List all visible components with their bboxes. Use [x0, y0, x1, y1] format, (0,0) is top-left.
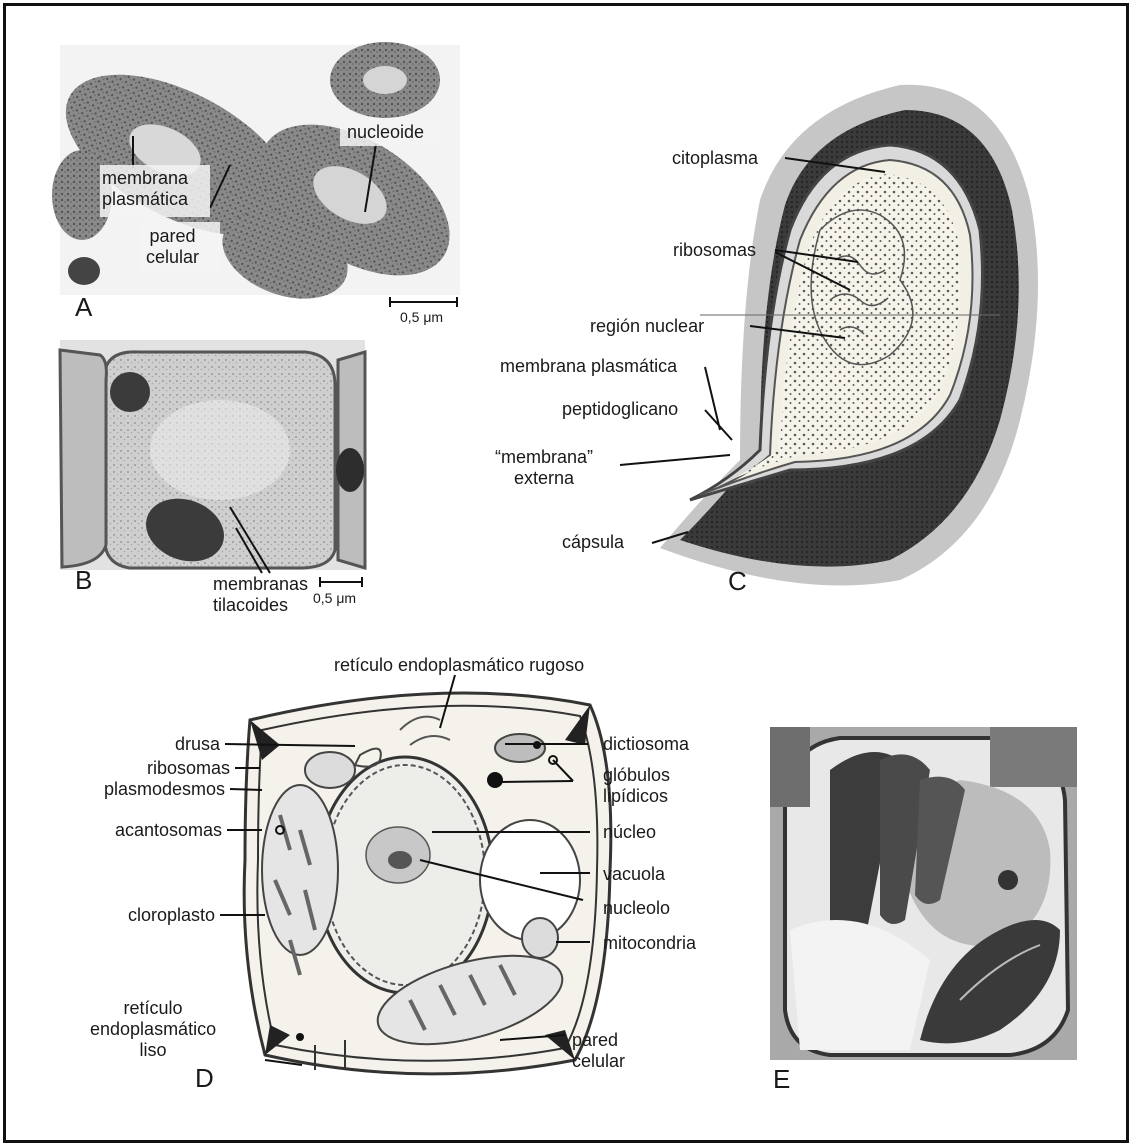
panel-letter-b: B: [75, 565, 92, 596]
micrograph-cyanobacteria: [60, 340, 365, 573]
label-d-mitocondria: mitocondria: [603, 933, 696, 954]
micrograph-plant-cell: [770, 727, 1077, 1060]
label-d-ribosomas: ribosomas: [100, 758, 230, 779]
label-d-dictiosoma: dictiosoma: [603, 734, 689, 755]
label-a-pared-celular: pared celular: [146, 226, 199, 268]
label-c-ribosomas: ribosomas: [673, 240, 756, 261]
scale-bar-a: [390, 297, 457, 307]
panel-letter-c: C: [728, 566, 747, 597]
label-d-cloroplasto: cloroplasto: [80, 905, 215, 926]
label-d-drusa: drusa: [150, 734, 220, 755]
label-d-nucleolo: nucleolo: [603, 898, 670, 919]
scale-bar-b: [320, 577, 362, 587]
panel-letter-d: D: [195, 1063, 214, 1094]
label-d-globulos-lipidicos: glóbulos lipídicos: [603, 765, 670, 807]
panel-letter-a: A: [75, 292, 92, 323]
scale-label-a: 0,5 μm: [400, 309, 443, 325]
label-c-membrana-externa: “membrana” externa: [495, 447, 593, 489]
label-c-region-nuclear: región nuclear: [590, 316, 704, 337]
scale-label-b: 0,5 μm: [313, 590, 356, 606]
panel-letter-e: E: [773, 1064, 790, 1095]
label-a-nucleoide: nucleoide: [347, 122, 424, 143]
label-a-membrana-plasmatica: membrana plasmática: [102, 168, 188, 210]
label-b-membranas-tilacoides: membranas tilacoides: [213, 574, 308, 616]
label-d-reticulo-liso: retículo endoplasmático liso: [90, 998, 216, 1061]
label-d-vacuola: vacuola: [603, 864, 665, 885]
label-d-pared-celular: pared celular: [572, 1030, 625, 1072]
label-c-membrana-plasmatica: membrana plasmática: [500, 356, 677, 377]
label-d-nucleo: núcleo: [603, 822, 656, 843]
plant-cell-diagram: [244, 693, 611, 1074]
label-d-acantosomas: acantosomas: [80, 820, 222, 841]
label-c-citoplasma: citoplasma: [672, 148, 758, 169]
label-d-reticulo-rugoso: retículo endoplasmático rugoso: [334, 655, 584, 676]
label-c-peptidoglicano: peptidoglicano: [562, 399, 678, 420]
label-d-plasmodesmos: plasmodesmos: [90, 779, 225, 800]
label-c-capsula: cápsula: [562, 532, 624, 553]
